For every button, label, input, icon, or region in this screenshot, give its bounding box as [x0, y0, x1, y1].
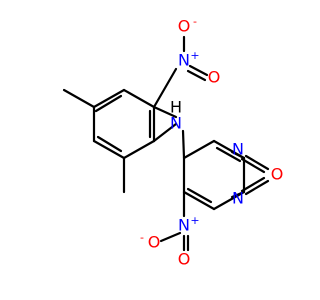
bond-19	[182, 190, 216, 211]
bond-11	[152, 105, 178, 119]
atom-n_ring_top: N	[232, 140, 244, 159]
bond-12	[152, 122, 178, 143]
bond-23	[182, 139, 216, 160]
bond-28	[244, 154, 270, 171]
bond-25	[215, 146, 242, 163]
charge-o_nitro2a_minus: -	[140, 231, 144, 244]
bond-16	[186, 69, 207, 82]
bond-1	[92, 88, 126, 109]
bond-15	[188, 64, 209, 77]
bond-4	[122, 139, 156, 160]
bonds-layer	[62, 35, 270, 252]
bond-24	[186, 187, 213, 204]
atom-o_nitro2b: O	[178, 250, 191, 269]
bond-27	[230, 190, 246, 199]
atom-o_nitro2a: O	[148, 233, 161, 252]
atom-o_nitro1b: O	[208, 68, 221, 87]
bond-29	[244, 179, 270, 196]
bond-30	[240, 157, 266, 174]
atom-h_amine: H	[170, 98, 182, 117]
bond-9	[62, 88, 96, 109]
bond-17	[181, 129, 186, 160]
atom-n_ring_bottom: N	[232, 189, 244, 208]
bond-0	[122, 88, 156, 109]
bond-26	[230, 150, 246, 160]
charge-n_nitro2_plus: +	[190, 214, 199, 227]
atom-n_amine: N	[170, 114, 182, 133]
bond-7	[96, 135, 123, 153]
bond-31	[240, 176, 266, 193]
charge-n_nitro1_plus: +	[190, 49, 199, 62]
bond-13	[152, 67, 178, 109]
charge-o_nitro1a_minus: -	[193, 15, 197, 28]
bond-3	[92, 139, 126, 160]
bond-6	[94, 94, 123, 113]
atom-n_nitro1: N	[178, 51, 190, 70]
bond-33	[159, 231, 182, 243]
atom-o_ring: O	[271, 165, 284, 184]
atom-o_nitro1a: O	[178, 17, 191, 36]
atom-n_nitro2: N	[178, 216, 190, 235]
